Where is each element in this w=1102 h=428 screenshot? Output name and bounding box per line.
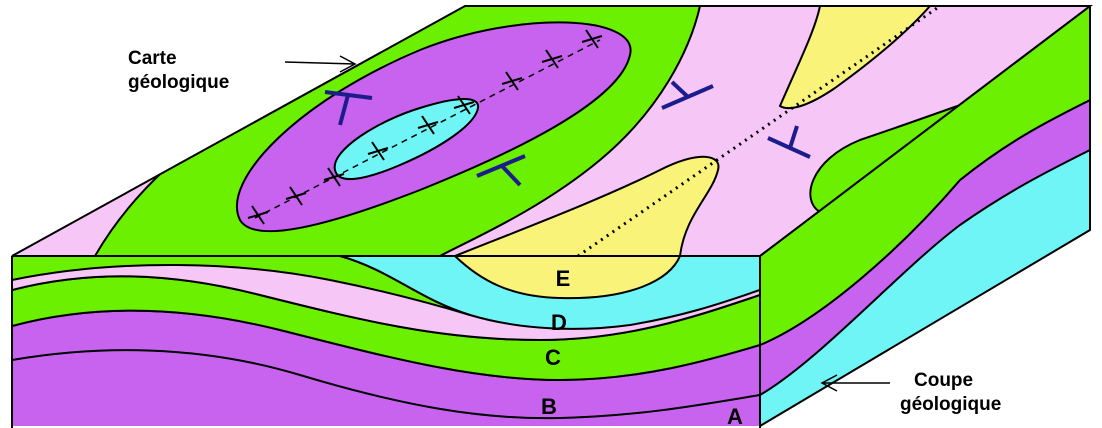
layer-label-a: A <box>727 404 743 428</box>
section-caption-line-2: géologique <box>900 394 1001 415</box>
map-caption-arrow <box>285 56 355 72</box>
map-caption-line-1: Carte <box>128 48 177 69</box>
section-caption: Coupe géologique <box>822 370 1001 415</box>
layer-label-c: C <box>545 345 561 370</box>
map-caption-line-2: géologique <box>128 72 229 93</box>
section-caption-arrow <box>822 375 890 391</box>
section-caption-line-1: Coupe <box>914 370 973 391</box>
cross-section-front: E D C B A <box>12 256 760 428</box>
layer-label-b: B <box>541 394 557 419</box>
layer-label-e: E <box>556 266 571 291</box>
layer-label-d: D <box>551 310 567 335</box>
